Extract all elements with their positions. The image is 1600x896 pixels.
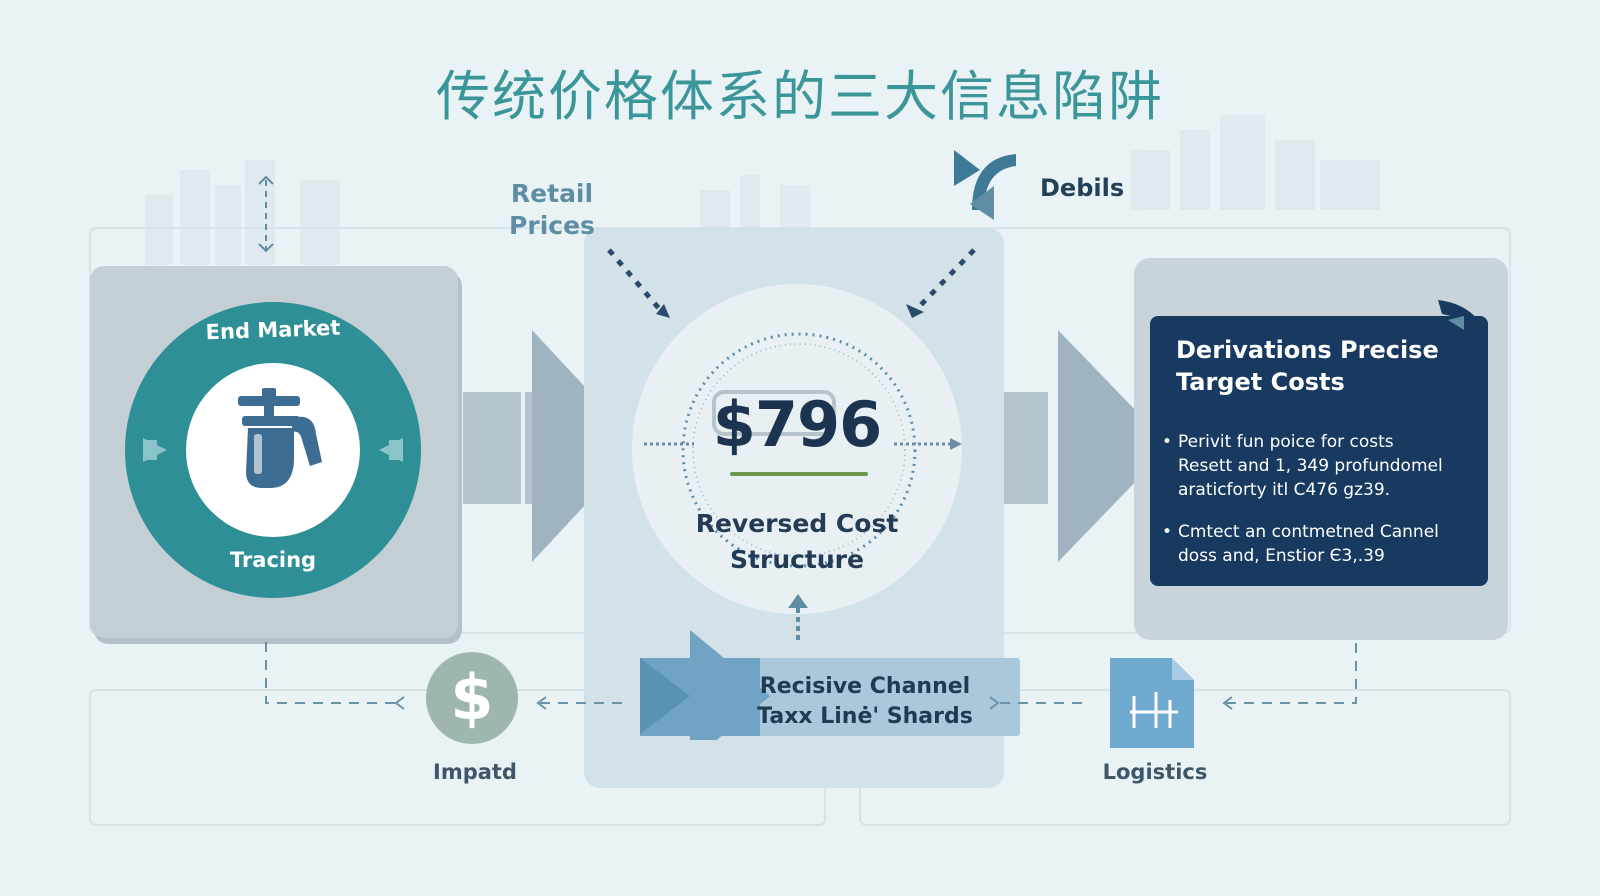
card-corner-icon: [1438, 300, 1488, 342]
target-costs-title: Derivations Precise Target Costs: [1176, 334, 1476, 398]
retail-prices-label: Retail Prices: [509, 179, 595, 240]
reversed-cost-circle: [632, 284, 962, 614]
channel-line-1: Recisive Channel: [759, 674, 971, 699]
page-title: 传统价格体系的三大信息陷阱: [436, 65, 1164, 128]
impact-label: Impatd: [433, 760, 517, 784]
price-underline: [730, 472, 868, 476]
ring-decorations: [143, 438, 403, 462]
price-badge-outline: [712, 390, 836, 436]
bullet-item-1: Perivit fun poice for costs Resett and 1…: [1162, 430, 1478, 502]
channel-banner: [640, 630, 1020, 740]
title-line-1: Derivations Precise: [1176, 336, 1439, 364]
tracing-label: Tracing: [229, 548, 317, 572]
center-decorations: [607, 248, 976, 640]
caption-line-1: Reversed Cost: [695, 509, 899, 538]
title-line-2: Target Costs: [1176, 368, 1345, 396]
curved-arrow-icon: [954, 150, 1016, 220]
dotted-ring: [681, 332, 917, 568]
bullet-item-2: Cmtect an contmetned Cannel doss and, En…: [1162, 520, 1478, 568]
vertical-double-arrow: [258, 175, 274, 253]
background-skyline: [145, 115, 1380, 265]
plumbing-valve-icon: [238, 388, 322, 488]
document-chart-icon: [1110, 658, 1194, 748]
reversed-cost-caption: Reversed Cost Structure: [632, 506, 962, 578]
dollar-glyph: $: [450, 661, 494, 734]
price-value: $796: [712, 388, 883, 461]
debits-label: Debils: [1040, 174, 1125, 202]
caption-line-2: Structure: [730, 545, 864, 574]
dollar-icon: [426, 652, 518, 744]
channel-line-2: Taxx Linė' Shards: [757, 704, 973, 729]
incoming-dashed-arrows: [607, 248, 976, 314]
logistics-label: Logistics: [1102, 760, 1208, 784]
channel-label: Recisive Channel Taxx Linė' Shards: [700, 672, 1030, 732]
